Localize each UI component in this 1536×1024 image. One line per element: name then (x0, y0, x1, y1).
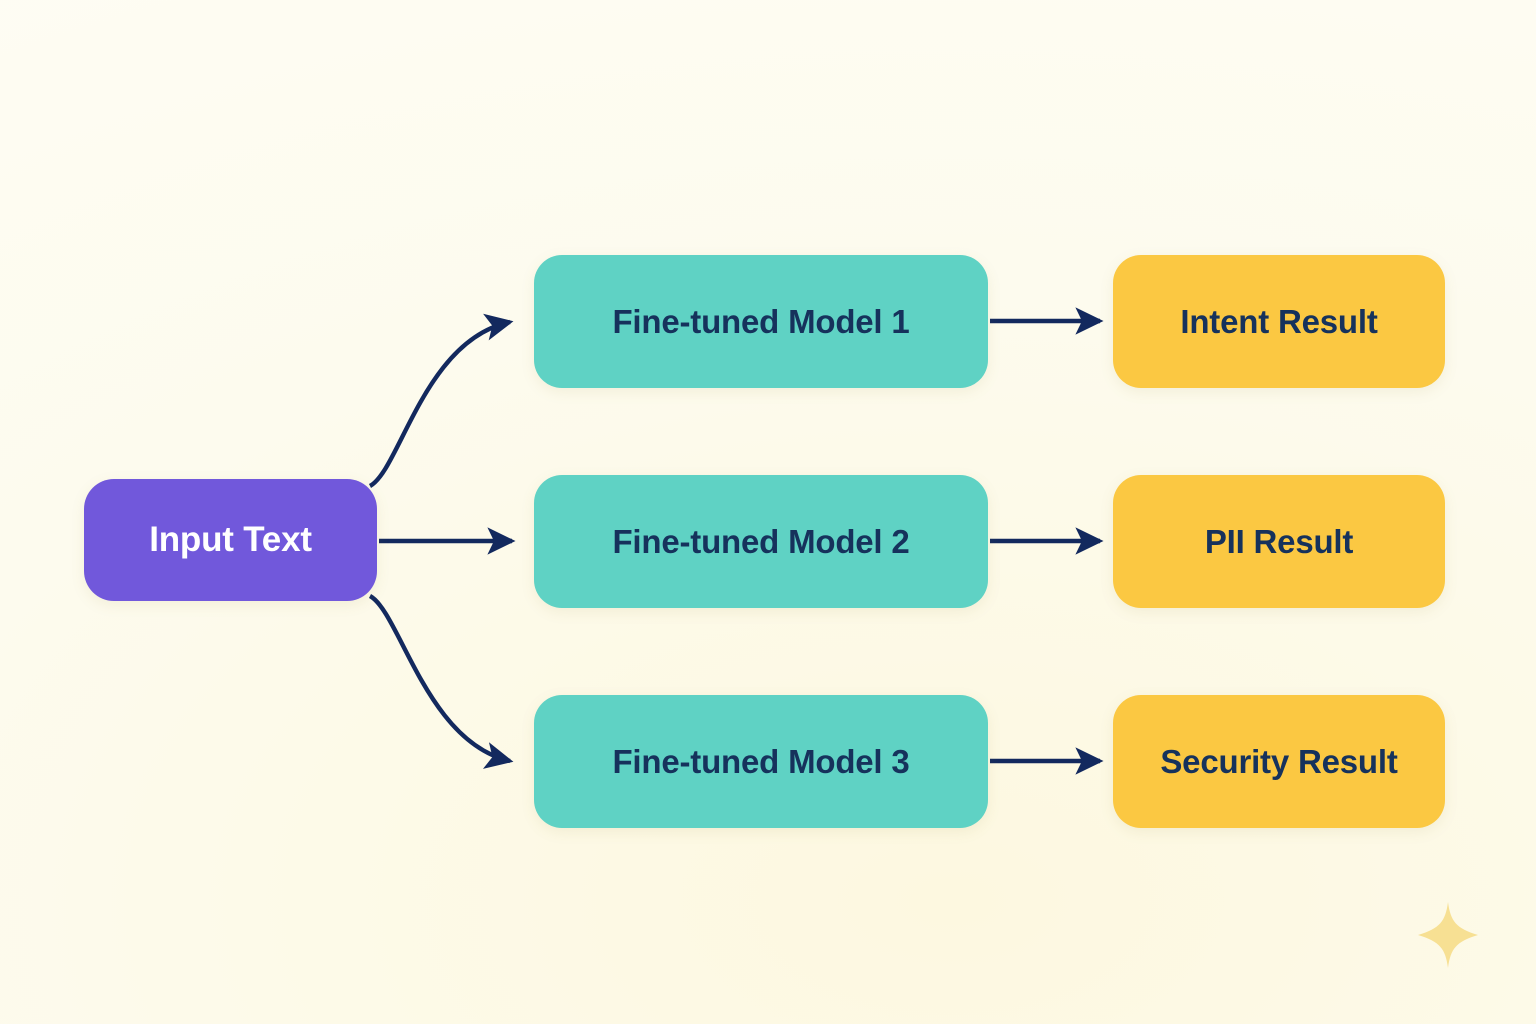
node-security-result-label: Security Result (1160, 742, 1398, 780)
node-input-text[interactable]: Input Text (84, 479, 377, 601)
node-security-result[interactable]: Security Result (1113, 695, 1445, 828)
node-fine-tuned-model-1-label: Fine-tuned Model 1 (612, 302, 910, 340)
node-fine-tuned-model-1[interactable]: Fine-tuned Model 1 (534, 255, 988, 388)
connector-input-to-model-3 (368, 594, 514, 769)
node-pii-result[interactable]: PII Result (1113, 475, 1445, 608)
connector-input-to-model-1 (368, 313, 514, 488)
node-pii-result-label: PII Result (1204, 522, 1354, 560)
sparkle-icon (1418, 902, 1478, 968)
node-input-text-label: Input Text (149, 520, 312, 559)
node-fine-tuned-model-2-label: Fine-tuned Model 2 (612, 522, 910, 560)
node-intent-result-label: Intent Result (1180, 302, 1378, 340)
node-fine-tuned-model-3[interactable]: Fine-tuned Model 3 (534, 695, 988, 828)
node-fine-tuned-model-2[interactable]: Fine-tuned Model 2 (534, 475, 988, 608)
node-intent-result[interactable]: Intent Result (1113, 255, 1445, 388)
node-fine-tuned-model-3-label: Fine-tuned Model 3 (612, 742, 910, 780)
